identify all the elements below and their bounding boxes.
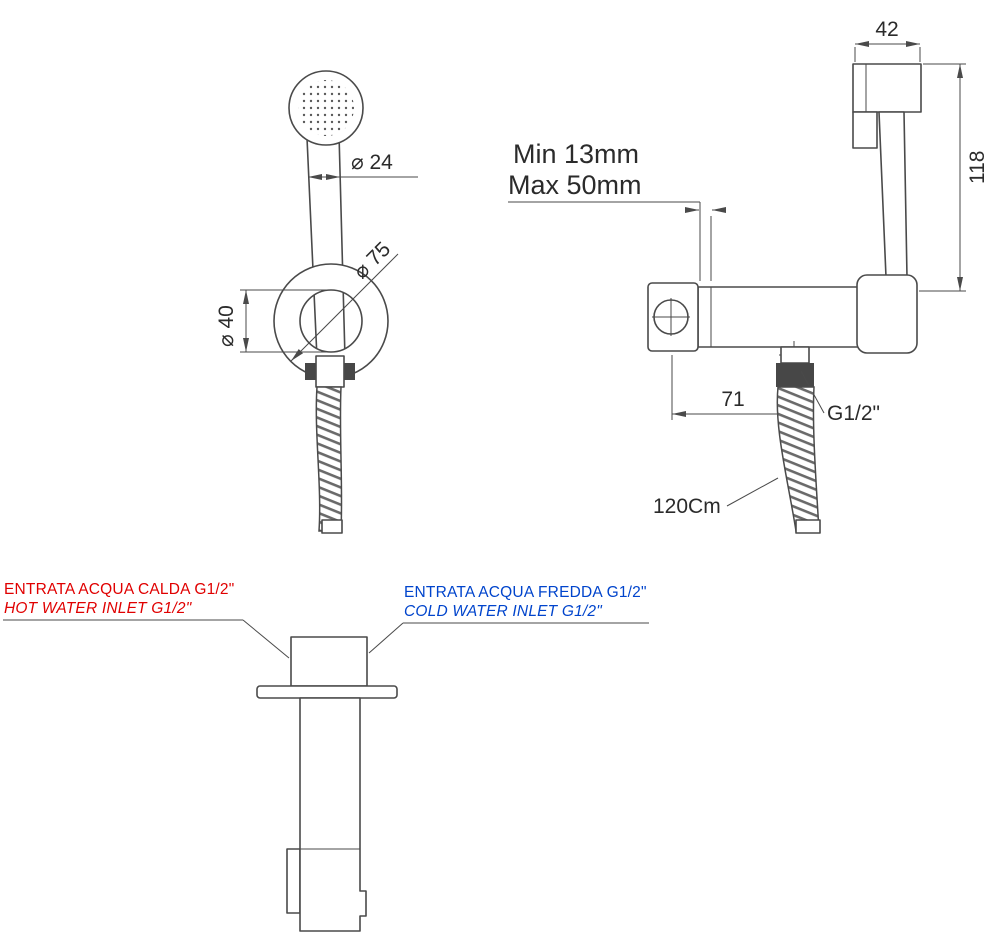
wall-bracket-outline — [852, 111, 878, 149]
dim-wall-to-outlet: 71 — [671, 355, 795, 420]
wall-thickness-min-label: Min 13mm — [513, 139, 639, 169]
hose-end-fitting-side — [795, 519, 821, 534]
nut-wing-right — [344, 363, 355, 380]
dim-label-head-width: 42 — [875, 18, 898, 41]
flex-hose-side — [776, 386, 820, 532]
thread-size-label: G1/2" — [827, 402, 880, 425]
cold-inlet-label-en: COLD WATER INLET G1/2" — [404, 603, 603, 620]
cold-leader-line — [368, 622, 404, 654]
hose-outlet-side — [776, 341, 814, 394]
elbow-body-outline — [697, 286, 859, 348]
hot-leader-line — [242, 619, 290, 659]
dim-overall-height: 118 — [919, 63, 989, 292]
inlet-body-outline — [299, 697, 367, 932]
dim-head-width: 42 — [854, 18, 921, 62]
handshower-handle-outline — [306, 133, 346, 359]
hot-inlet-label-en: HOT WATER INLET G1/2" — [4, 600, 193, 617]
hose-length-label: 120Cm — [653, 495, 721, 518]
dim-handle-diameter: ⌀ 24 — [308, 151, 418, 180]
wall-thickness-range: Min 13mm Max 50mm — [508, 139, 726, 281]
hot-inlet-label-it: ENTRATA ACQUA CALDA G1/2" — [4, 581, 234, 598]
cold-inlet-label-it: ENTRATA ACQUA FREDDA G1/2" — [404, 584, 647, 601]
dim-leader-line — [290, 253, 399, 362]
front-view: ⌀ 24 ⌀ 75 ⌀ 40 — [215, 70, 418, 534]
hose-length-leader — [726, 477, 779, 507]
nut-wing-left — [305, 363, 316, 380]
nut-body — [315, 355, 345, 388]
body-side-tab — [286, 848, 301, 914]
dim-label-handle-diameter: ⌀ 24 — [351, 151, 393, 174]
dim-label-holder-inner: ⌀ 40 — [215, 305, 238, 347]
handle-side-outline — [878, 111, 908, 278]
dim-holder-inner-diameter: ⌀ 40 — [215, 289, 328, 353]
inlet-flange-outline — [256, 685, 398, 699]
flex-hose-front — [315, 386, 343, 532]
wall-thickness-max-label: Max 50mm — [508, 170, 642, 200]
hose-length-callout: 120Cm — [653, 477, 779, 518]
head-side-outline — [852, 63, 922, 113]
inlet-connector-outline — [290, 636, 368, 687]
hose-end-fitting-front — [321, 519, 343, 534]
dim-label-overall-height: 118 — [966, 151, 989, 184]
side-view: 42 118 Min 13mm Max 50mm — [508, 18, 989, 534]
outlet-neck — [780, 346, 810, 364]
inlet-view: ENTRATA ACQUA CALDA G1/2" HOT WATER INLE… — [3, 581, 649, 932]
holder-cup-side-outline — [856, 274, 918, 354]
dim-label-wall-to-outlet: 71 — [721, 388, 744, 411]
spray-face-dots — [298, 80, 354, 136]
